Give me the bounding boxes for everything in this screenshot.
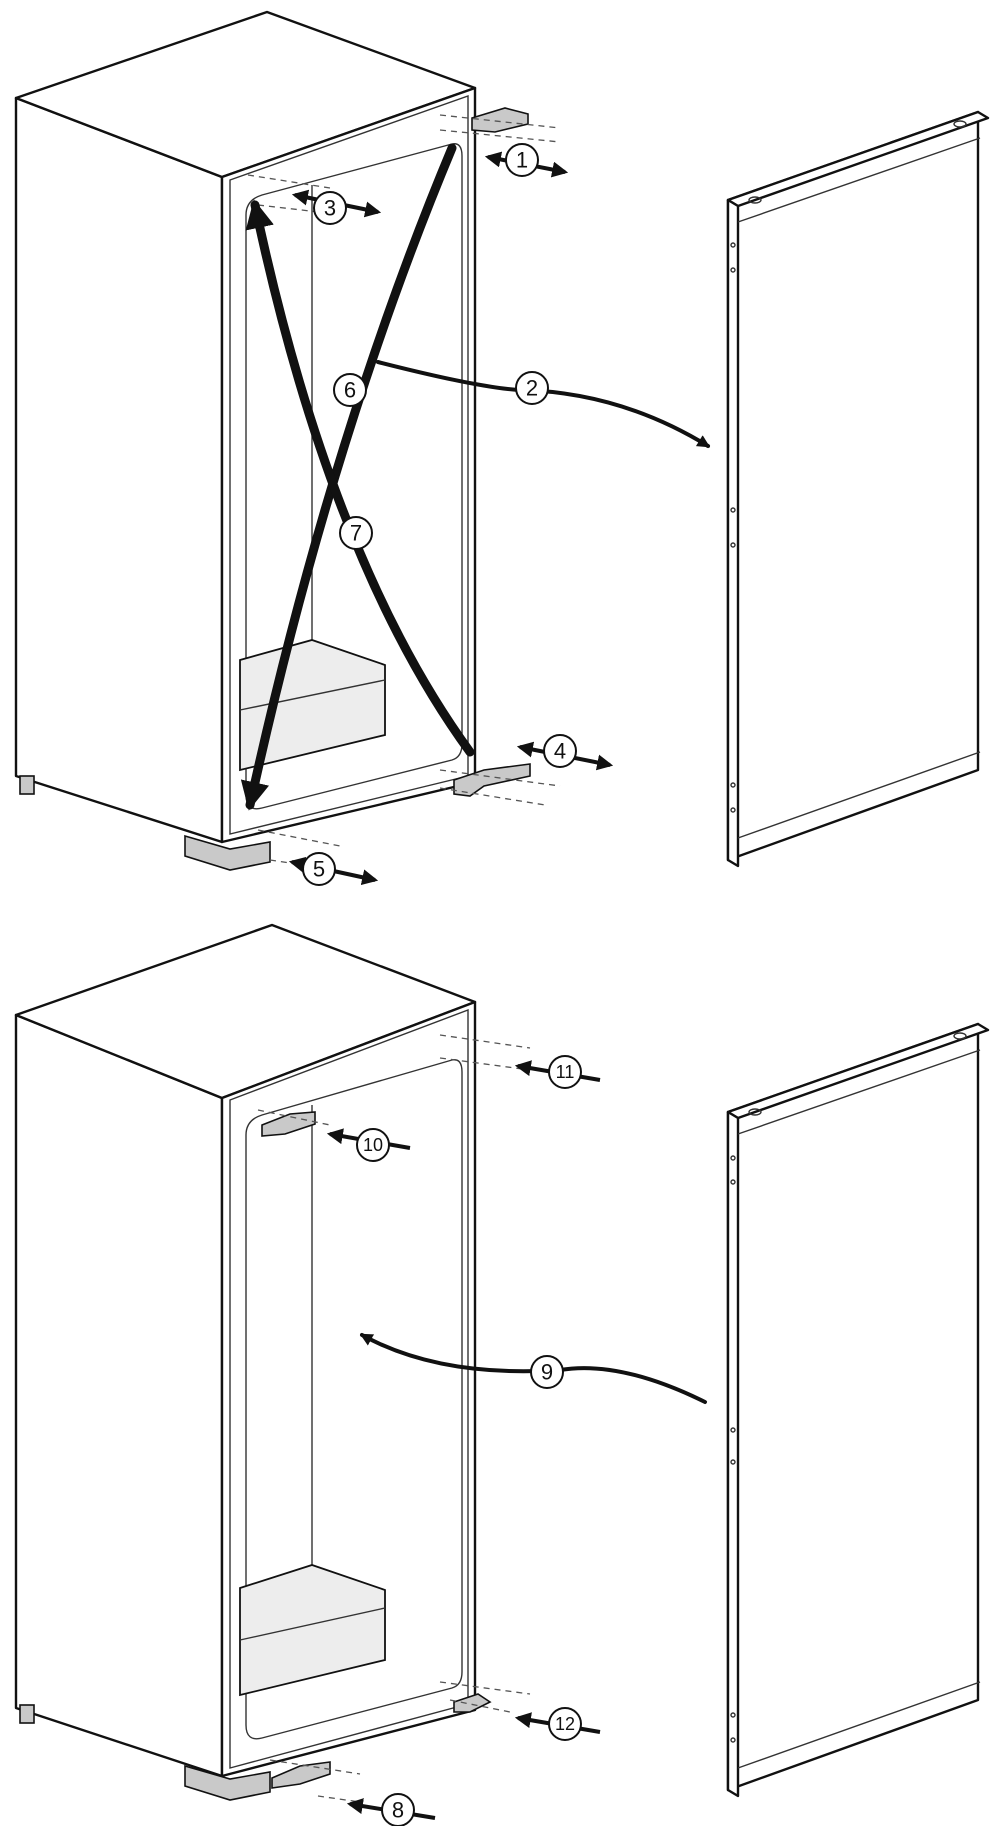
callout-7: 7 (339, 516, 373, 550)
callout-5: 5 (302, 852, 336, 886)
bottom-step-panel (14, 923, 990, 1820)
callout-10: 10 (356, 1128, 390, 1162)
callout-2: 2 (515, 371, 549, 405)
fridge-cabinet-top (14, 10, 477, 871)
door-bottom (726, 1022, 990, 1798)
callout-3: 3 (313, 191, 347, 225)
arrow-6 (240, 143, 457, 811)
callout-11-label: 11 (556, 1062, 575, 1082)
callout-6: 6 (333, 373, 367, 407)
top-step-panel (14, 10, 990, 886)
callout-10-label: 10 (363, 1135, 383, 1155)
door-top (726, 110, 990, 868)
callout-4: 4 (543, 734, 577, 768)
fridge-cabinet-bottom (14, 923, 477, 1801)
callout-4-label: 4 (554, 739, 566, 764)
callout-12: 12 (548, 1707, 582, 1741)
callout-1: 1 (505, 143, 539, 177)
callout-8-label: 8 (392, 1798, 404, 1823)
callout-3-label: 3 (324, 196, 336, 221)
callout-7-label: 7 (350, 521, 362, 546)
callout-6-label: 6 (344, 378, 356, 403)
bottom-hinge-top-panel (439, 741, 614, 806)
callout-9-label: 9 (541, 1360, 553, 1385)
callout-11: 11 (548, 1055, 582, 1089)
callout-8: 8 (381, 1793, 415, 1826)
callout-9: 9 (530, 1355, 564, 1389)
callout-12-label: 12 (555, 1714, 575, 1734)
callout-5-label: 5 (313, 857, 325, 882)
callout-2-label: 2 (526, 376, 538, 401)
callout-1-label: 1 (516, 148, 528, 173)
